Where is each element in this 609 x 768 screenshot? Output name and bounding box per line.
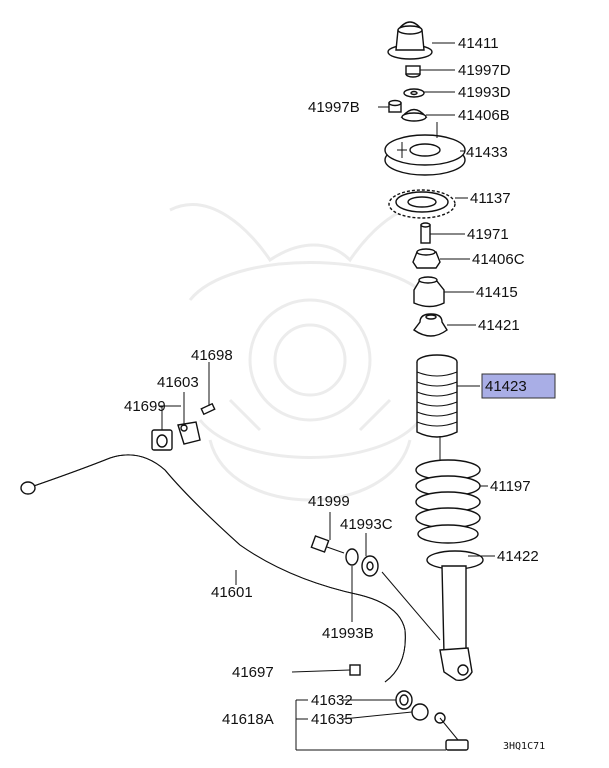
label-41698[interactable]: 41698 (191, 347, 233, 364)
part-41697-nut[interactable] (349, 664, 361, 676)
highlight-41423 (481, 373, 556, 399)
label-41997d[interactable]: 41997D (458, 62, 511, 79)
leader-lines (160, 42, 495, 751)
watermark-emblem (169, 203, 451, 502)
label-41411[interactable]: 41411 (458, 35, 499, 52)
label-41421[interactable]: 41421 (478, 317, 520, 334)
part-41415-cup[interactable] (413, 276, 445, 308)
part-41406b-bushing[interactable] (400, 108, 428, 122)
part-41411-cap[interactable] (387, 21, 433, 60)
part-41993b-bushing[interactable] (345, 548, 359, 566)
part-41421-bump-stop[interactable] (413, 313, 448, 337)
label-41635[interactable]: 41635 (311, 711, 353, 728)
label-41632[interactable]: 41632 (311, 692, 353, 709)
part-41433-mount[interactable] (384, 122, 466, 176)
label-41999[interactable]: 41999 (308, 493, 350, 510)
part-41993c-bushing[interactable] (361, 555, 379, 577)
label-41601[interactable]: 41601 (211, 584, 253, 601)
label-41993b[interactable]: 41993B (322, 625, 374, 642)
part-41632-washer[interactable] (395, 690, 413, 710)
part-41997d-nut[interactable] (405, 65, 421, 78)
part-41999-bolt[interactable] (310, 535, 345, 554)
label-41699[interactable]: 41699 (124, 398, 166, 415)
part-41699-bushing[interactable] (151, 429, 173, 451)
diagram-code: 3HQ1C71 (503, 741, 545, 752)
part-41698-bolt[interactable] (200, 402, 216, 416)
part-41422-strut[interactable] (426, 550, 484, 682)
part-41601-stabilizer-bar[interactable] (20, 454, 406, 683)
part-41993d-washer[interactable] (403, 88, 425, 98)
part-41197-coil-spring[interactable] (415, 436, 481, 544)
label-41406c[interactable]: 41406C (472, 251, 525, 268)
part-41997b-nut[interactable] (388, 99, 402, 113)
label-41137[interactable]: 41137 (470, 190, 511, 207)
part-41406c-bushing[interactable] (412, 248, 441, 269)
label-41993d[interactable]: 41993D (458, 84, 511, 101)
label-41971[interactable]: 41971 (467, 226, 509, 243)
label-41406b[interactable]: 41406B (458, 107, 510, 124)
label-41997b[interactable]: 41997B (308, 99, 360, 116)
part-41971-spacer[interactable] (420, 222, 431, 244)
label-41415[interactable]: 41415 (476, 284, 518, 301)
part-labels: 41411 41997D 41993D 41997B 41406B 41433 … (124, 35, 545, 752)
label-41603[interactable]: 41603 (157, 374, 199, 391)
label-41697[interactable]: 41697 (232, 664, 274, 681)
label-41433[interactable]: 41433 (466, 144, 508, 161)
label-41422[interactable]: 41422 (497, 548, 539, 565)
part-41137-spring-seat[interactable] (388, 189, 456, 219)
label-41423[interactable]: 41423 (485, 378, 527, 395)
part-41603-bracket[interactable] (177, 421, 201, 445)
label-41197[interactable]: 41197 (490, 478, 531, 495)
part-41618a-link[interactable] (434, 712, 469, 751)
part-41635-bushing[interactable] (411, 703, 429, 721)
part-41423-dust-boot[interactable] (416, 354, 458, 438)
label-41618a[interactable]: 41618A (222, 711, 274, 728)
label-41993c[interactable]: 41993C (340, 516, 393, 533)
